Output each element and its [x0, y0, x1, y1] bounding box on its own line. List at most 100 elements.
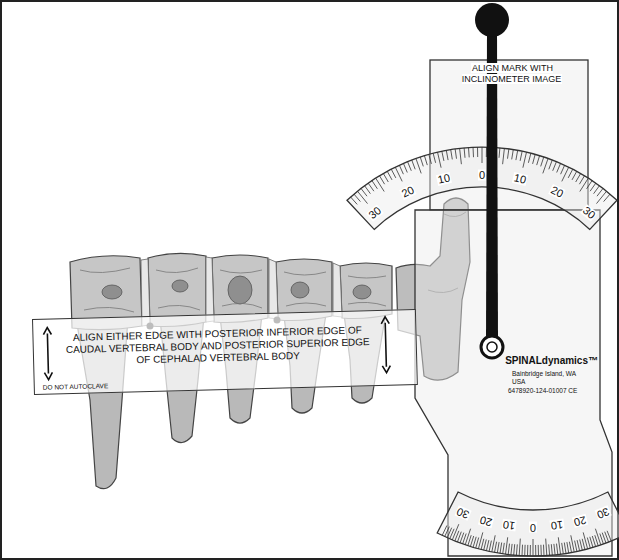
scale-tick — [499, 148, 501, 158]
scale-number: 0 — [529, 522, 537, 533]
scale-tick — [368, 183, 374, 191]
scale-tick — [522, 545, 524, 556]
scale-tick — [446, 150, 448, 160]
scale-tick — [590, 183, 596, 191]
scale-tick — [554, 544, 555, 555]
maker-country: USA — [512, 379, 525, 386]
scale-tick — [403, 163, 407, 172]
scale-tick — [551, 544, 552, 555]
scale-tick — [473, 147, 475, 157]
scale-tick — [594, 186, 600, 194]
scale-tick — [520, 151, 522, 161]
scale-tick — [442, 151, 444, 161]
scale-tick — [478, 532, 482, 548]
scale-tick — [597, 191, 607, 204]
scale-tick — [495, 542, 497, 553]
scale-tick — [420, 157, 423, 167]
scale-tick — [506, 537, 508, 554]
scale-tick — [543, 545, 545, 556]
scale-tick — [530, 545, 531, 556]
scale-tick — [481, 539, 484, 550]
scale-tick — [533, 154, 536, 164]
scale-tick — [399, 165, 403, 174]
scale-tick — [484, 540, 487, 551]
pivot-ring — [487, 342, 497, 352]
warning-note: DO NOT AUTOCLAVE — [43, 382, 109, 391]
scale-tick — [354, 194, 361, 202]
maker-address: Bainbridge Island, WA — [512, 371, 576, 378]
scale-tick — [567, 542, 569, 553]
bone-texture — [80, 268, 386, 312]
scale-tick — [376, 178, 385, 192]
scale-tick — [564, 543, 566, 554]
scale-tick — [595, 529, 600, 545]
scale-tick — [548, 544, 550, 555]
scale-tick — [592, 536, 595, 547]
scale-tick — [511, 544, 512, 555]
scale-tick — [553, 162, 557, 171]
scale-tick — [540, 545, 541, 556]
scale-tick — [562, 167, 569, 181]
scale-tick — [508, 544, 509, 555]
scale-tick — [527, 545, 528, 556]
scale-tick — [582, 539, 585, 550]
scale-tick — [538, 545, 539, 556]
instruction-text: ALIGN EITHER EDGE WITH POSTERIOR INFERIO… — [63, 324, 372, 368]
alignment-strip: ALIGN EITHER EDGE WITH POSTERIOR INFERIO… — [32, 309, 418, 395]
inclinometer-body — [347, 60, 619, 556]
scale-tick — [387, 171, 392, 180]
scale-tick — [587, 538, 590, 549]
scale-tick — [460, 148, 462, 164]
pendulum-knob — [475, 3, 509, 37]
scale-tick — [473, 537, 476, 548]
scale-tick — [557, 163, 561, 172]
scale-tick — [590, 537, 593, 548]
scale-tick — [503, 148, 505, 164]
scale-tick — [451, 150, 453, 160]
scale-tick — [597, 188, 603, 196]
scale-tick — [558, 537, 560, 554]
scale-tick — [568, 169, 573, 178]
scale-tick — [365, 186, 371, 194]
plate-heading: ALIGN MARK WITH INCLINOMETER IMAGE — [462, 63, 563, 84]
scale-tick — [468, 535, 471, 546]
scale-tick — [535, 545, 536, 556]
scale-tick — [351, 197, 358, 205]
scale-tick — [519, 539, 520, 556]
scale-tick — [357, 191, 367, 204]
scale-tick — [477, 147, 478, 157]
scale-tick — [571, 535, 574, 552]
scale-tick — [438, 152, 442, 168]
scale-tick — [576, 173, 581, 182]
scale-tick — [607, 531, 611, 541]
scale-tick — [580, 540, 583, 551]
inclinometer-plate: ALIGN MARK WITH INCLINOMETER IMAGE — [437, 63, 587, 89]
double-arrow — [43, 327, 52, 379]
scale-tick — [580, 178, 589, 192]
scale-tick — [372, 181, 378, 189]
scale-tick — [583, 532, 587, 548]
scale-tick — [528, 153, 531, 163]
scale-tick — [497, 542, 499, 553]
scale-tick — [455, 149, 456, 159]
scale-tick — [492, 535, 495, 552]
scale-tick — [383, 173, 388, 182]
scale-tick — [408, 162, 412, 171]
scale-tick — [537, 156, 540, 166]
scale-tick — [416, 158, 421, 173]
scale-tick — [482, 147, 483, 163]
scale-tick — [572, 171, 577, 180]
scale-tick — [546, 539, 547, 556]
scale-tick — [503, 543, 505, 554]
scale-tick — [489, 541, 491, 552]
scale-tick — [543, 158, 548, 173]
scale-number: 10 — [501, 519, 517, 532]
scale-tick — [575, 541, 577, 552]
scale-tick — [569, 542, 571, 553]
scale-tick — [549, 160, 553, 169]
scale-tick — [524, 545, 525, 556]
scale-number: 20 — [572, 514, 589, 528]
scale-tick — [468, 148, 470, 158]
pivot-ring — [481, 336, 503, 358]
